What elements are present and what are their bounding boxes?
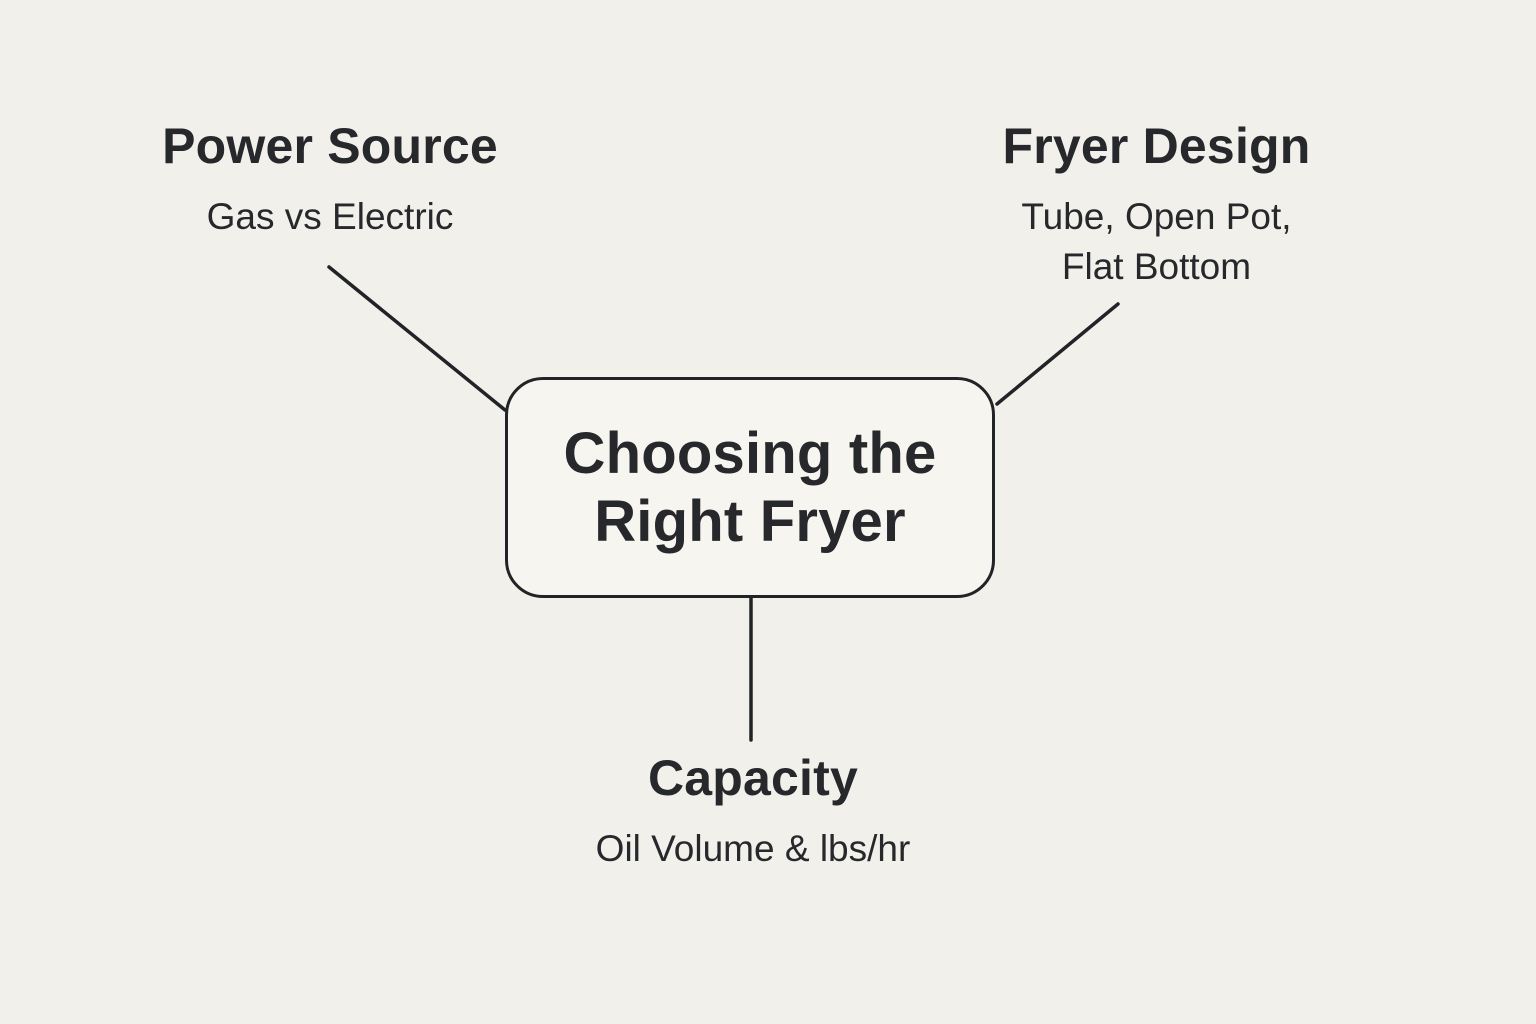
branch-fryer-design-subtitle-line-1: Tube, Open Pot,	[1021, 196, 1292, 237]
branch-fryer-design: Fryer Design Tube, Open Pot, Flat Bottom	[929, 116, 1384, 292]
connector-power-source-line	[327, 265, 507, 412]
branch-fryer-design-subtitle-line-2: Flat Bottom	[1061, 246, 1252, 287]
branch-capacity-title: Capacity	[647, 750, 859, 806]
branch-fryer-design-subtitle: Tube, Open Pot, Flat Bottom	[929, 192, 1384, 292]
center-node: Choosing the Right Fryer	[505, 377, 995, 598]
branch-fryer-design-title: Fryer Design	[1002, 118, 1311, 174]
center-node-title-line-1: Choosing the	[563, 420, 937, 486]
connector-fryer-design-line	[995, 302, 1120, 406]
branch-power-source-subtitle: Gas vs Electric	[206, 196, 454, 237]
branch-power-source-title: Power Source	[162, 118, 498, 174]
branch-capacity: Capacity Oil Volume & lbs/hr	[528, 748, 978, 874]
center-node-title-line-2: Right Fryer	[594, 488, 906, 554]
branch-power-source: Power Source Gas vs Electric	[105, 116, 555, 242]
branch-capacity-subtitle: Oil Volume & lbs/hr	[595, 828, 911, 869]
center-node-title: Choosing the Right Fryer	[564, 420, 937, 556]
